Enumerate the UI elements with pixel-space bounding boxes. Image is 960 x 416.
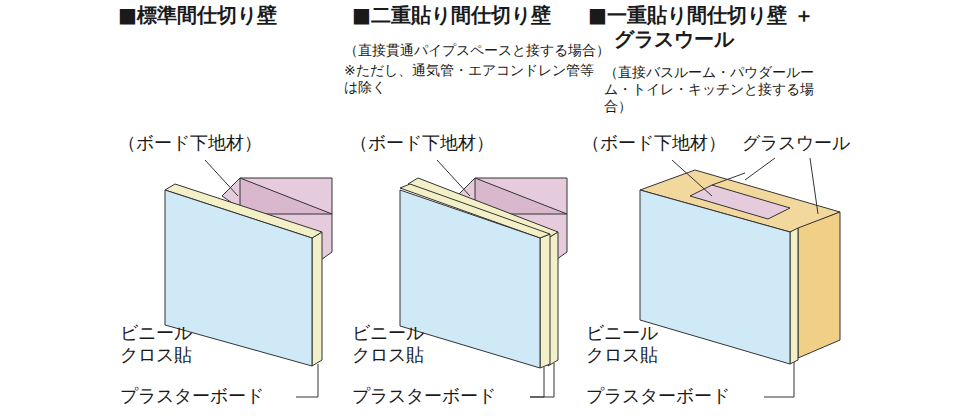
part-label: グラスウール [742,132,850,154]
part-label: ビニール クロス貼 [120,322,216,365]
part-label: プラスターボード [120,385,264,407]
part-label: ビニール クロス貼 [352,322,448,365]
part-label: ビニール クロス貼 [586,322,682,365]
panel-title: ■一重貼り間仕切り壁 ＋グラスウール [588,3,864,51]
part-label: （ボード下地材） [582,132,726,154]
part-label: （ボード下地材） [118,132,262,154]
condition-note: （直接貫通パイプスペースと接する場合） [344,42,610,59]
double-board-wall [400,178,567,368]
panel-title: ■標準間仕切り壁 [118,3,277,27]
glasswool-wall [640,170,840,364]
part-label: プラスターボード [586,385,730,407]
leader-lines [205,158,818,397]
part-label: プラスターボード [352,385,496,407]
panel-title: ■二重貼り間仕切り壁 [352,3,551,27]
exception-note: ※ただし、通気管・エアコンドレン管等は除く [344,62,606,96]
condition-note: （直接バスルーム・パウダールーム・トイレ・キッチンと接する場合） [604,64,836,114]
part-label: （ボード下地材） [350,132,494,154]
